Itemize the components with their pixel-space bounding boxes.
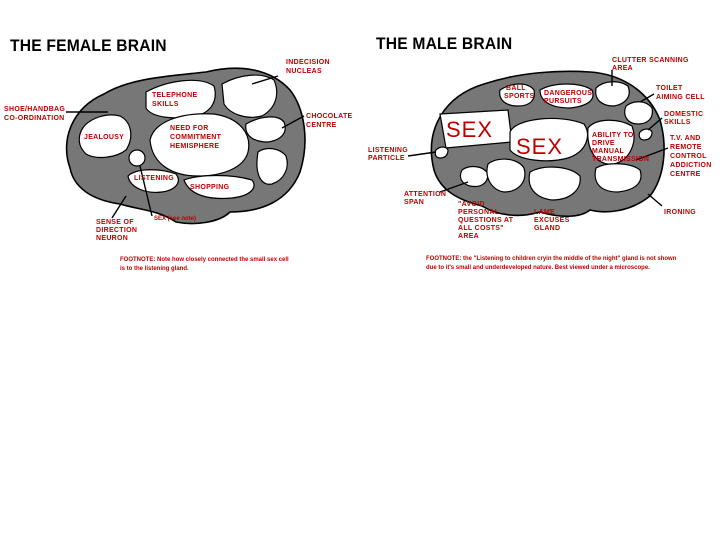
- label-attention-2: SPAN: [404, 199, 424, 206]
- label-listening-2: PARTICLE: [368, 155, 405, 162]
- label-direction-2: DIRECTION: [96, 227, 137, 234]
- male-footnote-line-1: FOOTNOTE: the "Listening to children cry…: [426, 256, 677, 262]
- label-commitment-2: COMMITMENT: [170, 134, 222, 141]
- label-drive-4: TRANSMISSION: [592, 156, 649, 163]
- male-brain-title: THE MALE BRAIN: [376, 34, 513, 53]
- label-avoid-4: ALL COSTS": [458, 225, 504, 232]
- label-shoe-1: SHOE/HANDBAG: [4, 106, 65, 113]
- label-avoid-3: QUESTIONS AT: [458, 217, 514, 224]
- label-remote-1: T.V. AND: [670, 135, 701, 142]
- male-cell-lame: [528, 166, 581, 201]
- label-domestic-2: SKILLS: [664, 119, 691, 126]
- male-cell-domestic: [638, 128, 653, 141]
- label-chocolate-2: CENTRE: [306, 122, 337, 129]
- male-cell-dangerous: [539, 83, 594, 109]
- label-sex-big: SEX: [446, 117, 493, 142]
- label-toilet-2: AIMING CELL: [656, 94, 705, 101]
- male-cell-toilet: [624, 101, 653, 125]
- label-drive-2: DRIVE: [592, 140, 615, 147]
- label-drive-1: ABILITY TO: [592, 132, 634, 139]
- label-toilet-1: TOILET: [656, 85, 683, 92]
- label-attention-1: ATTENTION: [404, 191, 446, 198]
- label-remote-5: CENTRE: [670, 171, 701, 178]
- label-remote-2: REMOTE: [670, 144, 702, 151]
- label-avoid-5: AREA: [458, 233, 479, 240]
- label-remote-4: ADDICTION: [670, 162, 712, 169]
- female-cell-indecision: [221, 74, 278, 118]
- female-cell-chocolate: [245, 116, 286, 143]
- label-indecision-1: INDECISION: [286, 59, 330, 66]
- label-lame-2: EXCUSES: [534, 217, 570, 224]
- label-remote-3: CONTROL: [670, 153, 707, 160]
- female-brain: INDECISION NUCLEAS TELEPHONE SKILLS SHOE…: [4, 59, 353, 272]
- male-cell-sex-center: [509, 117, 589, 162]
- label-commitment-1: NEED FOR: [170, 125, 209, 132]
- label-direction-1: SENSE OF: [96, 219, 134, 226]
- male-cell-attention: [459, 165, 489, 188]
- label-telephone-2: SKILLS: [152, 101, 179, 108]
- label-chocolate-1: CHOCOLATE: [306, 113, 353, 120]
- label-listening: LISTENING: [134, 175, 174, 182]
- male-cell-ball: [499, 83, 535, 107]
- label-avoid-1: "AVOID: [458, 201, 485, 208]
- label-commitment-3: HEMISPHERE: [170, 143, 219, 150]
- male-cell-drive: [587, 119, 635, 165]
- label-domestic-1: DOMESTIC: [664, 111, 703, 118]
- female-cell-sex: [128, 149, 146, 167]
- label-dangerous-2: PURSUITS: [544, 98, 582, 105]
- label-clutter-2: AREA: [612, 65, 633, 72]
- female-cell-listening: [127, 169, 179, 193]
- female-cell-telephone: [145, 79, 216, 119]
- label-direction-3: NEURON: [96, 235, 128, 242]
- female-cell-shopping: [183, 174, 255, 200]
- male-brain: BALL SPORTS DANGEROUS PURSUITS CLUTTER S…: [368, 57, 712, 271]
- female-footnote-line-1: FOOTNOTE: Note how closely connected the…: [120, 257, 289, 263]
- label-telephone-1: TELEPHONE: [152, 92, 198, 99]
- label-drive-3: MANUAL: [592, 148, 625, 155]
- label-sex-note: SEX (see note): [154, 216, 196, 222]
- label-lame-3: GLAND: [534, 225, 560, 232]
- female-cell-commitment: [149, 113, 250, 177]
- label-avoid-2: PERSONAL: [458, 209, 500, 216]
- label-shoe-2: CO-ORDINATION: [4, 115, 65, 122]
- label-lame-1: LAME: [534, 209, 555, 216]
- label-ironing: IRONING: [664, 209, 696, 216]
- male-footnote-line-2: due to it's small and underdeveloped nat…: [426, 265, 650, 271]
- male-cell-avoid: [486, 158, 526, 193]
- label-jealousy: JEALOUSY: [84, 134, 124, 141]
- male-cell-remote: [594, 163, 642, 193]
- female-footnote-line-2: is to the listening gland.: [120, 266, 189, 272]
- label-sex-center: SEX: [516, 134, 563, 159]
- label-shopping: SHOPPING: [190, 184, 230, 191]
- female-cell-right: [256, 147, 288, 185]
- label-dangerous-1: DANGEROUS: [544, 90, 592, 97]
- label-clutter-1: CLUTTER SCANNING: [612, 57, 689, 64]
- label-ball-1: BALL: [506, 85, 526, 92]
- female-brain-title: THE FEMALE BRAIN: [10, 36, 167, 55]
- label-indecision-2: NUCLEAS: [286, 68, 322, 75]
- female-cell-jealousy: [78, 114, 132, 159]
- male-cell-listening: [434, 146, 449, 159]
- label-ball-2: SPORTS: [504, 93, 535, 100]
- label-listening-1: LISTENING: [368, 147, 408, 154]
